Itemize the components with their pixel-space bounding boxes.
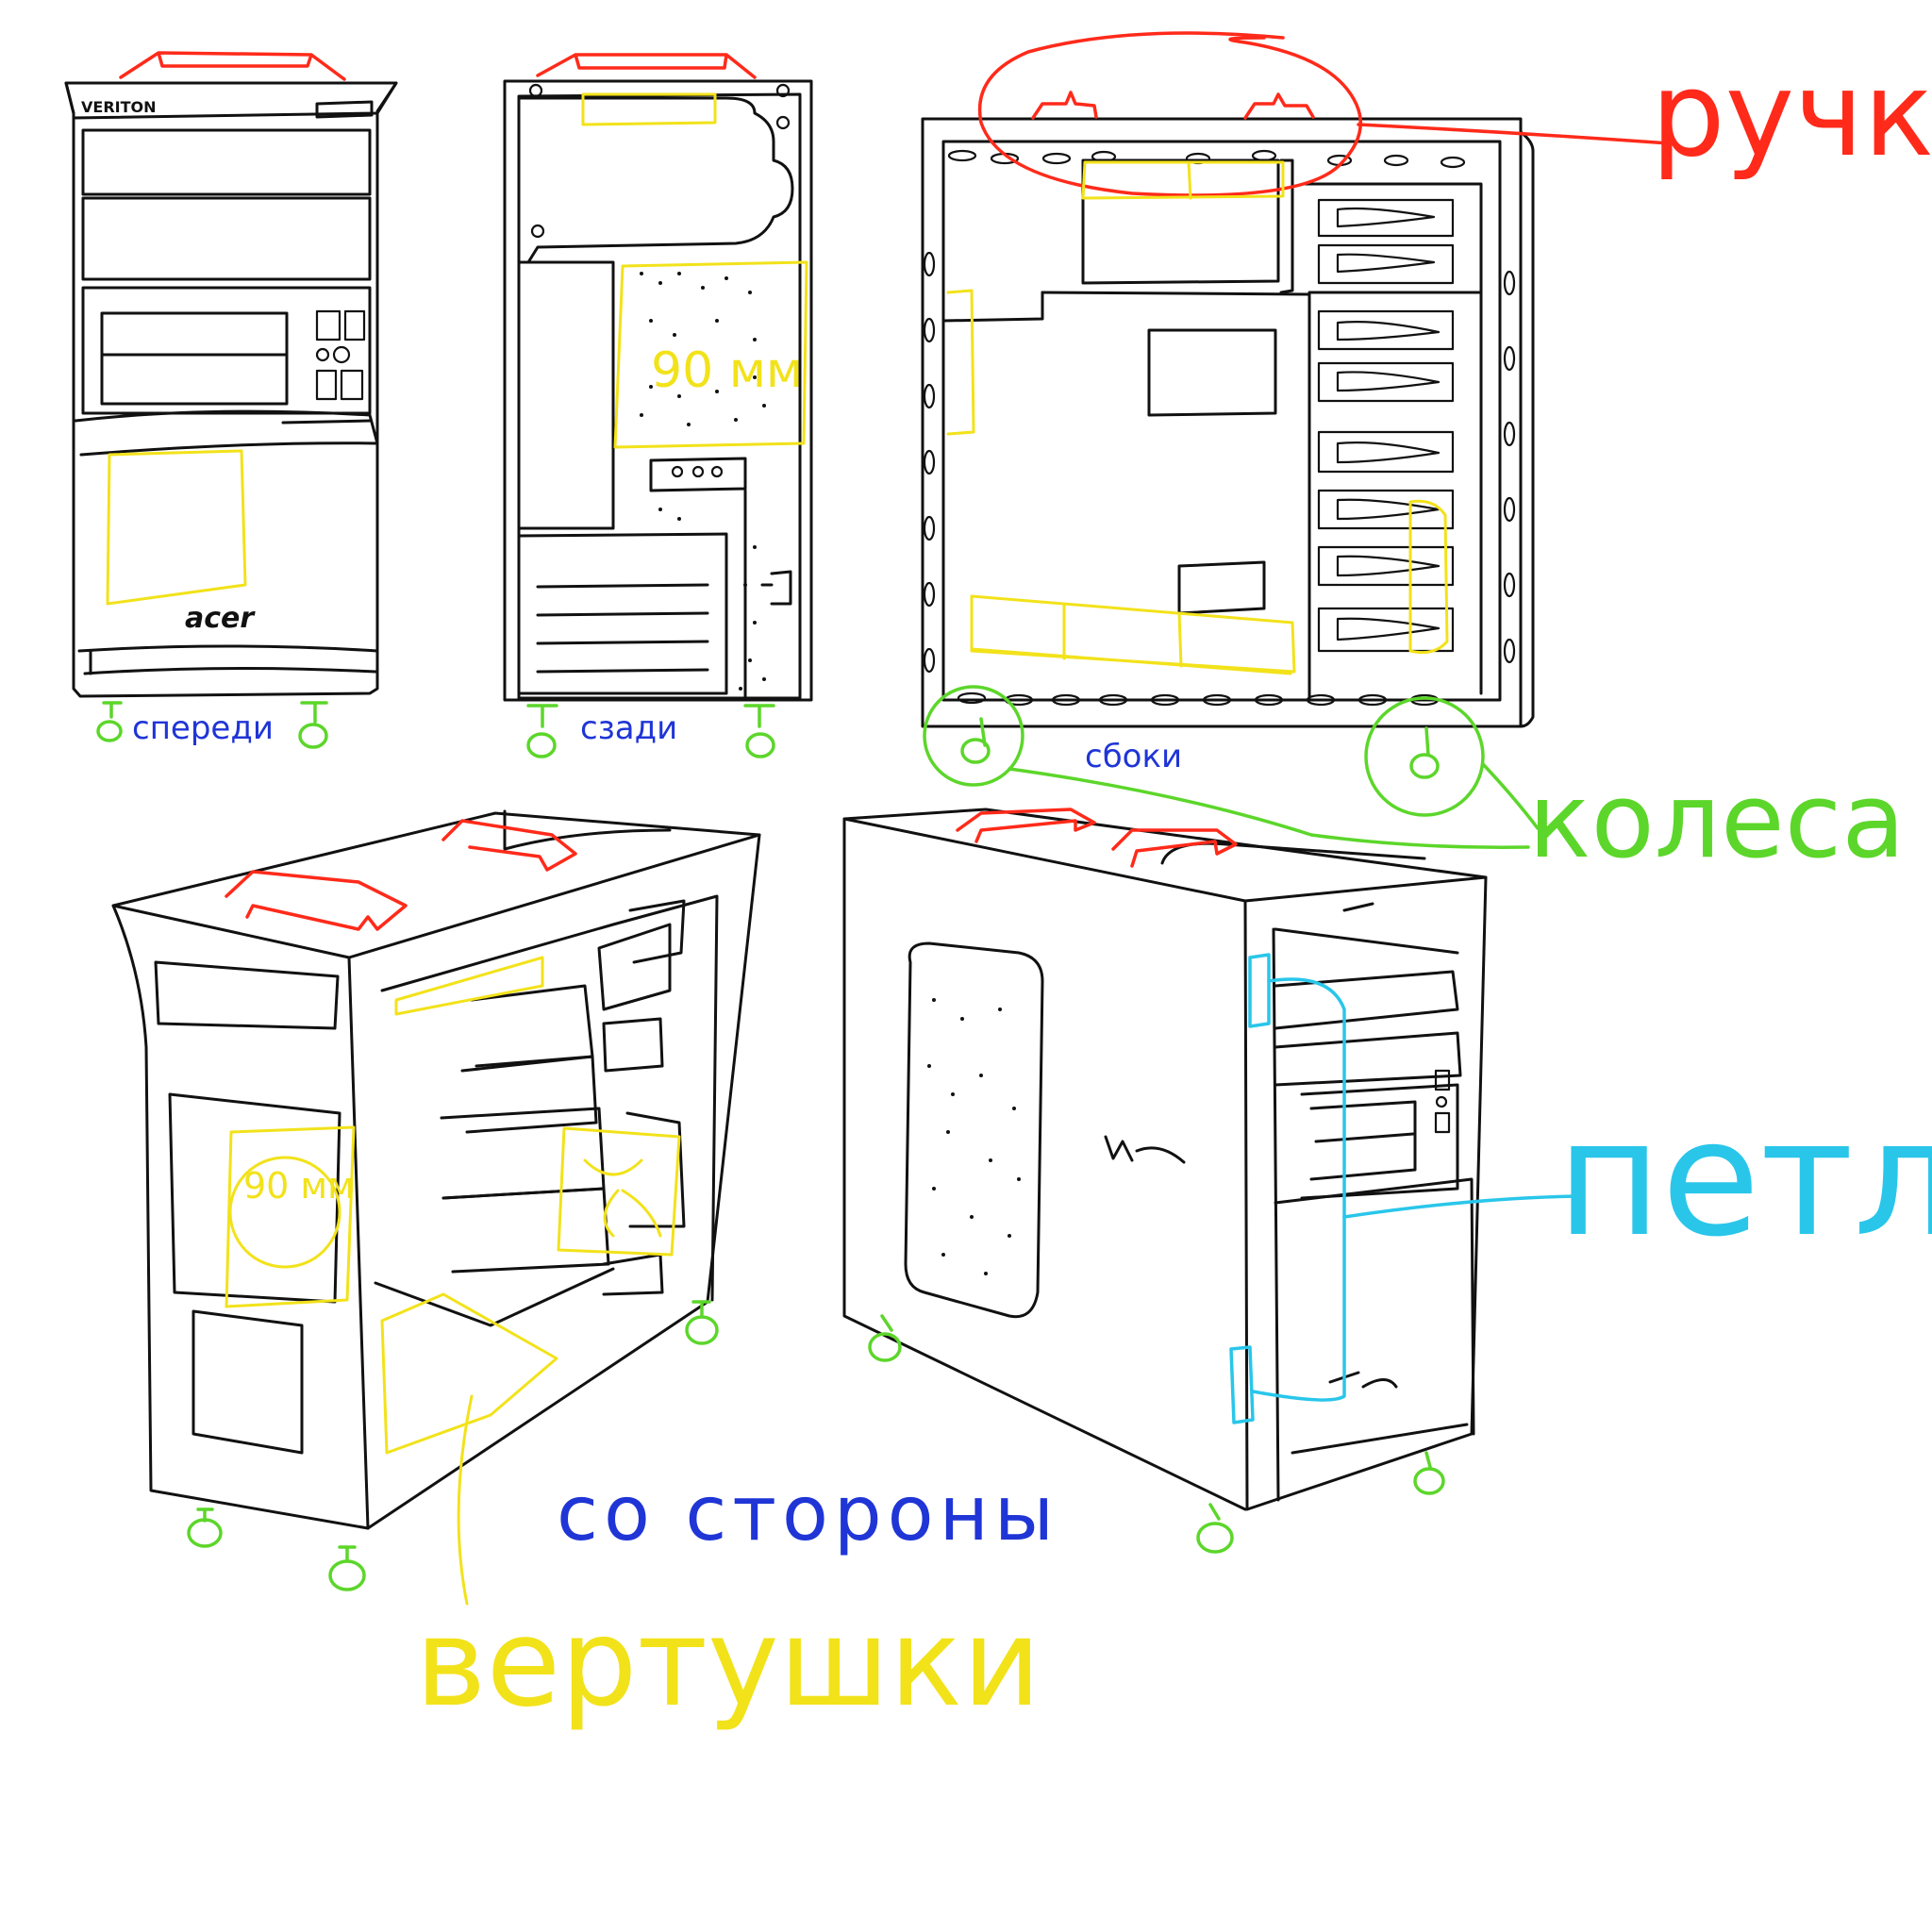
open-case-fan-size: 90 мм — [243, 1165, 355, 1207]
back-view-fan-speckle — [640, 272, 766, 691]
label-back-view: сзади — [580, 709, 678, 747]
side-view-vents — [923, 149, 1516, 707]
handles-leader-line — [1357, 123, 1672, 145]
label-front-view: спереди — [132, 709, 274, 747]
front-view-case — [64, 81, 398, 698]
closed-case-wheels — [868, 1314, 1445, 1554]
label-hinges: петли — [1557, 1086, 1932, 1273]
side-view-handles — [977, 31, 1362, 197]
back-view-wheels — [526, 704, 775, 758]
open-case-wheels — [187, 1300, 719, 1591]
side-view-fans — [946, 160, 1449, 675]
closed-case-hinges — [1229, 953, 1577, 1424]
back-view-fan-size: 90 мм — [651, 342, 803, 399]
closed-case-perspective — [842, 808, 1488, 1511]
fans-leader-line — [457, 1394, 474, 1606]
label-side-view: сбоки — [1085, 738, 1183, 775]
brand-logo-bottom: acer — [185, 602, 256, 635]
front-view-fan-area — [106, 449, 247, 606]
brand-logo-top: VERITON — [81, 98, 157, 116]
back-view-fan — [581, 92, 808, 449]
closed-case-handles — [956, 808, 1238, 868]
open-case-fans — [225, 956, 681, 1455]
front-view-wheels — [96, 701, 328, 749]
side-view-wheels — [923, 685, 1485, 817]
label-fans: вертушки — [415, 1593, 1041, 1734]
closed-case-window-speckle — [927, 998, 1021, 1275]
wheels-leader-line-2 — [1481, 762, 1540, 830]
open-case-handles — [225, 819, 577, 931]
side-view-drive-bays — [1317, 198, 1455, 653]
wheels-leader-line — [1008, 767, 1530, 849]
side-view-case — [921, 117, 1535, 728]
open-case-perspective — [111, 809, 761, 1530]
label-handles: ручки — [1651, 47, 1932, 183]
label-wheels: колеса — [1528, 760, 1906, 881]
front-view-handle — [119, 51, 346, 81]
back-view-handle — [536, 53, 757, 79]
label-from-side-view: со стороны — [557, 1470, 1060, 1557]
